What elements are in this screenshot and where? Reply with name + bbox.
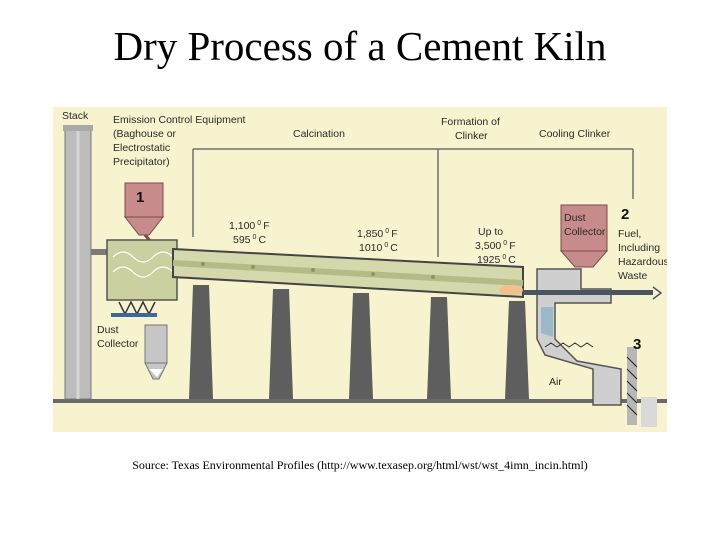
rotary-kiln (172, 247, 524, 299)
label-emission-4: Precipitator) (113, 156, 170, 168)
temp-3-upto: Up to (478, 226, 503, 238)
label-formation-2: Clinker (455, 130, 488, 142)
label-stack: Stack (62, 110, 89, 122)
label-dust-left-1: Dust (97, 324, 119, 336)
label-emission-3: Electrostatic (113, 142, 170, 154)
label-fuel-2: Including (618, 242, 660, 254)
slide-title: Dry Process of a Cement Kiln (113, 23, 607, 69)
label-fuel-1: Fuel, (618, 228, 641, 240)
clinker-cooler (536, 268, 622, 406)
stack (63, 125, 93, 400)
label-dust-left-2: Collector (97, 338, 139, 350)
dust-collector-right (559, 204, 609, 268)
kiln-piers (189, 285, 529, 399)
preheater-chamber (91, 239, 178, 317)
label-calcination: Calcination (293, 128, 345, 140)
label-fuel-3: Hazardous (618, 256, 667, 268)
label-number-1: 1 (136, 189, 144, 206)
zone-brackets (192, 148, 634, 257)
cement-kiln-diagram: Stack Emission Control Equipment (Baghou… (53, 107, 667, 432)
label-emission-1: Emission Control Equipment (113, 114, 246, 126)
label-number-2: 2 (621, 206, 629, 223)
emission-control-hopper (123, 182, 175, 268)
label-cooling: Cooling Clinker (539, 128, 611, 140)
dust-collector-left (144, 324, 168, 380)
source-citation: Source: Texas Environmental Profiles (ht… (132, 458, 588, 472)
label-fuel-4: Waste (618, 270, 648, 282)
label-dust-right-1: Dust (564, 212, 586, 224)
label-formation-1: Formation of (441, 116, 500, 128)
label-number-3: 3 (633, 336, 641, 353)
label-dust-right-2: Collector (564, 226, 606, 238)
label-emission-2: (Baghouse or (113, 128, 177, 140)
fuel-pipe (523, 286, 663, 300)
clinker-chute (626, 347, 657, 427)
label-air: Air (549, 376, 562, 388)
ground-line (53, 399, 667, 403)
